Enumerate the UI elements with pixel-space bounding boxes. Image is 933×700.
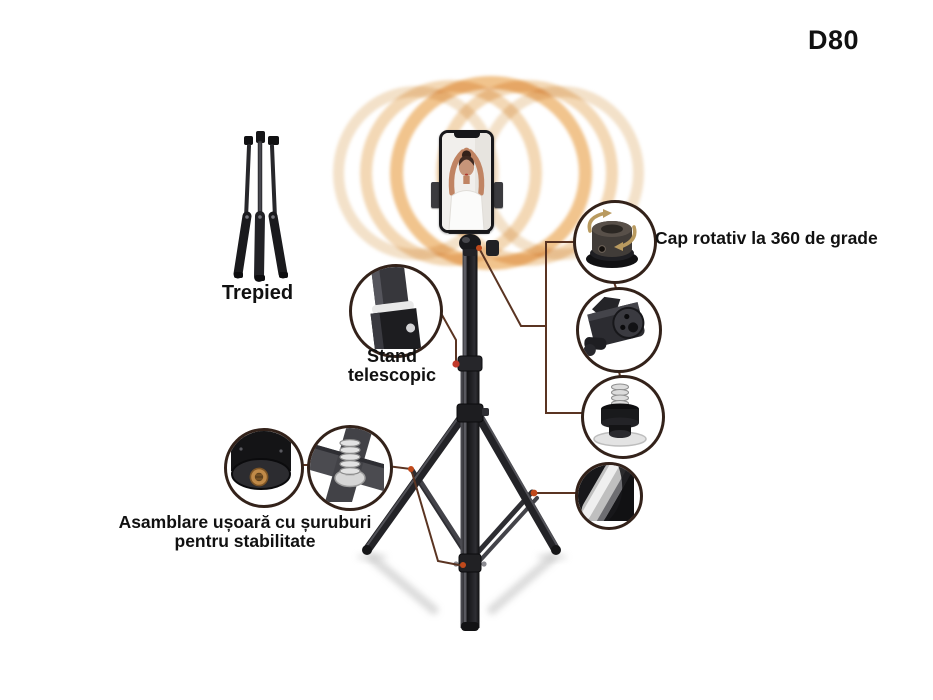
selfie-woman-photo (442, 133, 491, 230)
phone-clamp-left-arm (431, 182, 440, 208)
marker-dots (408, 245, 538, 568)
stand-label-line2: telescopic (347, 365, 437, 386)
ball-head-mount-icon (576, 287, 662, 373)
asamblare-label: Asamblare ușoară cu șuruburi pentru stab… (108, 513, 382, 551)
leg-tube-closeup-icon (575, 462, 643, 530)
telescopic-pole (453, 250, 489, 631)
folded-tripod-icon (233, 131, 288, 282)
product-code: D80 (808, 25, 860, 55)
phone-screen (442, 133, 491, 230)
phone-clamp-right-arm (494, 182, 503, 208)
stand-telescopic-label: Stand telescopic (335, 346, 449, 386)
asamblare-label-line1: Asamblare ușoară cu șuruburi (118, 512, 372, 532)
leader-lines (298, 229, 655, 567)
screw-adapter-icon (581, 375, 665, 459)
cap-rotativ-label: Cap rotativ la 360 de grade (655, 228, 878, 248)
rotating-head-360-icon (573, 200, 657, 284)
threaded-base-closeup-icon (224, 428, 304, 508)
stand-label-line1: Stand (366, 346, 417, 366)
trepied-label: Trepied (221, 282, 294, 304)
foot-shadow (357, 553, 567, 561)
mounting-screw-closeup-icon (307, 425, 393, 511)
telescopic-joint-closeup-icon (349, 264, 443, 358)
tripod-legs (362, 408, 561, 555)
phone-notch (453, 133, 480, 138)
smartphone-in-clamp (439, 130, 494, 233)
asamblare-label-line2: pentru stabilitate (174, 530, 316, 551)
